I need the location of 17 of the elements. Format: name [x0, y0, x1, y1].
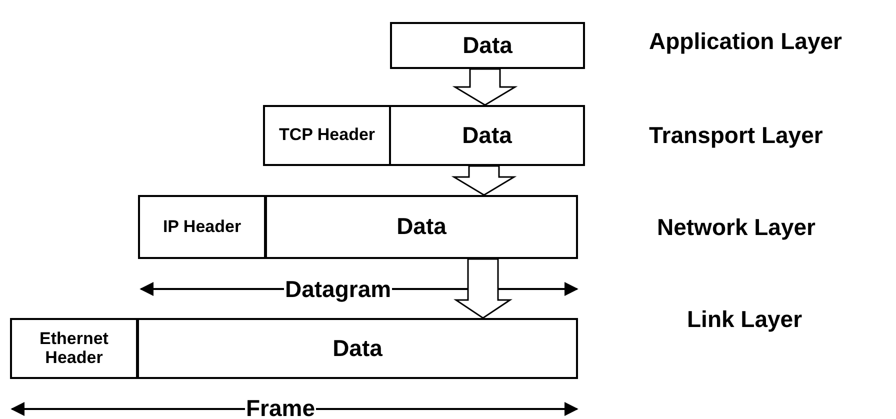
box-text: IP Header — [162, 218, 242, 236]
data-box — [263, 105, 391, 166]
block-arrow — [454, 258, 512, 319]
box-text: Data — [462, 122, 512, 148]
box-text: Ethernet Header — [38, 330, 110, 368]
data-box — [10, 318, 138, 379]
data-box — [390, 22, 585, 69]
data-box — [138, 195, 266, 259]
box-text: Data — [396, 214, 446, 240]
box-text: TCP Header — [278, 126, 376, 145]
data-box — [389, 105, 585, 166]
data-box — [265, 195, 578, 259]
data-box — [137, 318, 578, 379]
block-arrow — [452, 68, 518, 106]
box-text: Data — [462, 32, 512, 58]
block-arrow — [451, 165, 517, 196]
box-text: Data — [332, 336, 382, 362]
